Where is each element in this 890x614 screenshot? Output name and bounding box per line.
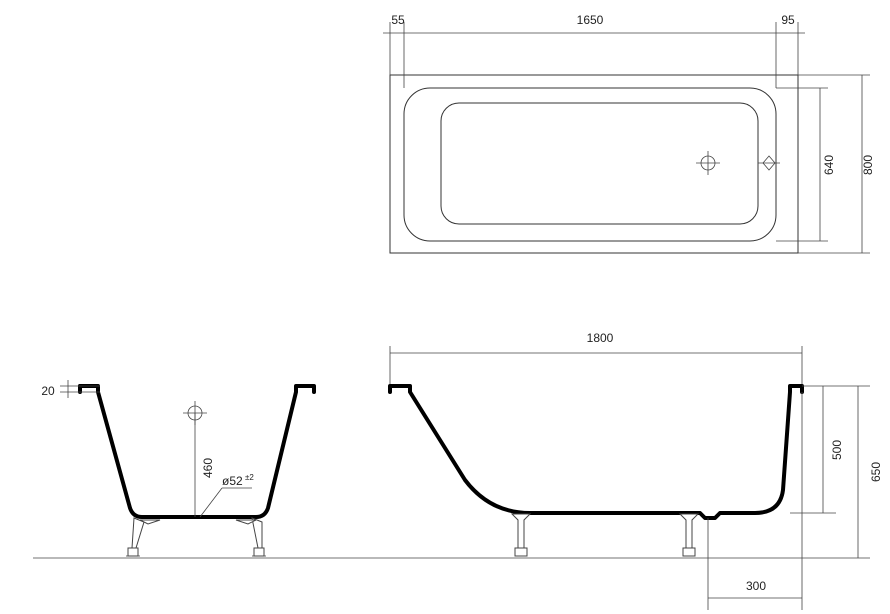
dim-inner-depth-label: 500 (830, 440, 844, 460)
top-view-overflow-icon (758, 155, 780, 171)
side-view: 1800 500 650 300 (388, 331, 883, 610)
end-view-leg-right (251, 517, 266, 557)
end-view-leg-left (126, 517, 145, 557)
side-view-leg-right (678, 513, 700, 557)
top-view-inner-edge (403, 87, 777, 242)
dim-left-rim-label: 55 (391, 13, 405, 27)
end-view-tub-profile (78, 384, 316, 519)
dim-drain-diameter-label: ø52 (222, 474, 243, 488)
dim-rim-thickness-label: 20 (41, 384, 55, 398)
dim-drain-offset-label: 300 (746, 579, 766, 593)
dim-inner-width-label: 640 (822, 155, 836, 175)
top-view-outer-rim (389, 74, 799, 254)
dim-overall-length-label: 1800 (587, 331, 614, 345)
dim-right-rim-label: 95 (781, 13, 795, 27)
end-view-leg-center-right (235, 519, 257, 525)
dim-outer-width-label: 800 (861, 155, 875, 175)
dim-drain-tolerance-label: ±2 (245, 473, 254, 482)
top-view-bottom-basin (440, 102, 759, 225)
top-view: 55 1650 95 640 800 (383, 13, 875, 254)
dim-overflow-height-label: 460 (201, 458, 215, 478)
side-view-tub-profile (388, 384, 804, 520)
top-view-drain-icon (696, 151, 720, 175)
dim-total-height-label: 650 (869, 462, 883, 482)
end-view-leg-center-left (139, 519, 161, 525)
side-view-leg-left (510, 513, 532, 557)
dim-inner-length-label: 1650 (577, 13, 604, 27)
end-view: 20 460 ø52 ±2 (41, 380, 316, 557)
